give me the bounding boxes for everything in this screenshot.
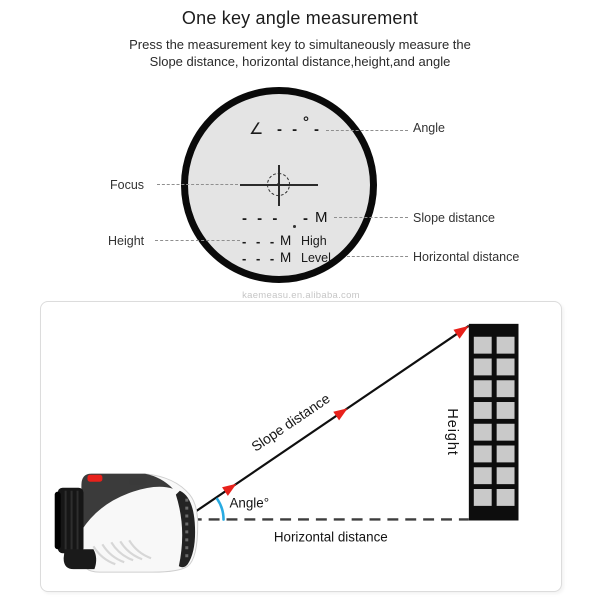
angle-dash-2: -: [314, 121, 322, 138]
building-window: [473, 380, 492, 398]
viewfinder-circle: [181, 87, 377, 283]
callout-slope-leader: [334, 217, 408, 218]
page-title: One key angle measurement: [181, 8, 419, 28]
rangefinder-device: [54, 473, 199, 573]
horizontal-distance-label: Horizontal distance: [274, 529, 388, 544]
building-window: [473, 358, 492, 376]
callout-focus-leader: [157, 184, 238, 185]
callout-slope-label: Slope distance: [413, 211, 496, 225]
building: [468, 323, 519, 521]
reticle-center-dot: [277, 183, 281, 187]
building-window: [496, 445, 515, 463]
building-window: [496, 358, 515, 376]
device-lens-cap: [54, 491, 61, 550]
building-window: [473, 336, 492, 354]
callout-horizontal-leader: [347, 256, 408, 257]
subtitle-line-1: Press the measurement key to simultaneou…: [129, 37, 471, 52]
subtitle: Press the measurement key to simultaneou…: [0, 36, 600, 70]
slope-unit: M: [315, 209, 328, 226]
building-window: [473, 445, 492, 463]
building-window: [496, 467, 515, 485]
decimal-dot: [293, 225, 296, 228]
slope-arrowhead: [333, 408, 348, 421]
building-window: [473, 423, 492, 441]
callout-horizontal-label: Horizontal distance: [413, 250, 520, 264]
device-gray-button: [129, 478, 147, 485]
device-foot: [63, 549, 97, 570]
high-label: High: [301, 234, 327, 248]
high-dashes: - - -: [242, 234, 278, 249]
callout-height-leader: [155, 240, 240, 241]
callout-height-label: Height: [108, 234, 145, 248]
callout-angle-label: Angle: [413, 121, 445, 135]
device-top-panel: [81, 473, 173, 531]
building-window: [496, 489, 515, 506]
height-label: Height: [444, 408, 460, 456]
building-window: [496, 336, 515, 354]
header: One key angle measurement Press the meas…: [0, 8, 600, 70]
callout-focus-label: Focus: [110, 178, 145, 192]
building-window: [473, 467, 492, 485]
slope-dashes: - - -: [242, 210, 281, 227]
slope-arrowhead: [222, 483, 237, 496]
diagram-box: kaemeasu.en.alibaba.com Height Slope dis…: [40, 290, 562, 592]
callout-angle-leader: [326, 130, 408, 131]
reticle-dashed-circle: [267, 173, 290, 196]
device-red-button: [87, 474, 103, 482]
building-window: [473, 489, 492, 506]
angle-arc: [215, 497, 225, 521]
level-label: Level: [301, 251, 331, 265]
slope-dash-2: -: [303, 210, 311, 227]
angle-symbol-icon: ∠: [249, 121, 264, 138]
degree-symbol: °: [303, 114, 309, 131]
slope-distance-label: Slope distance: [248, 390, 333, 455]
building-window: [496, 402, 515, 419]
building-window: [473, 402, 492, 419]
angle-dashes: - -: [277, 121, 301, 138]
diagram-svg: Height Slope distance Angle° Horizontal …: [54, 323, 519, 573]
angle-label: Angle°: [229, 496, 269, 511]
level-dashes: - - -: [242, 251, 278, 266]
building-window: [496, 380, 515, 398]
watermark: kaemeasu.en.alibaba.com: [242, 290, 360, 301]
high-unit: M: [280, 233, 292, 248]
device-grip: [92, 539, 152, 566]
level-unit: M: [280, 250, 292, 265]
building-windows: [473, 336, 515, 506]
device-side-strip: [175, 490, 196, 568]
subtitle-line-2: Slope distance, horizontal distance,heig…: [149, 54, 451, 69]
slope-arrowhead: [453, 325, 469, 339]
building-window: [496, 423, 515, 441]
